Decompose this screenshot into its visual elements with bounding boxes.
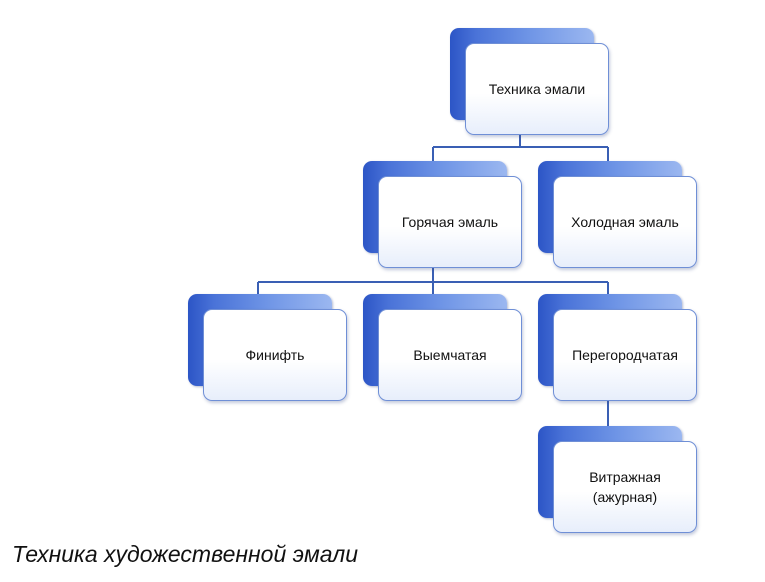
node-front: Перегородчатая — [553, 309, 697, 401]
connector-root-children — [432, 135, 609, 162]
node-label-hot: Горячая эмаль — [401, 213, 499, 230]
node-label-vyemchataya: Выемчатая — [413, 346, 487, 363]
node-label-cold: Холодная эмаль — [571, 213, 679, 230]
node-label-finift: Финифть — [245, 346, 305, 363]
connector-hot-children — [257, 267, 609, 294]
node-front: Горячая эмаль — [378, 176, 522, 268]
node-front: Финифть — [203, 309, 347, 401]
caption: Техника художественной эмали — [12, 541, 359, 567]
node-front: Витражная (ажурная) — [553, 441, 697, 533]
node-front: Техника эмали — [465, 43, 609, 135]
node-label-root: Техника эмали — [488, 80, 586, 97]
node-front: Холодная эмаль — [553, 176, 697, 268]
node-label-vitrazhnaya: Витражная (ажурная) — [589, 468, 661, 505]
node-label-peregorodchataya: Перегородчатая — [572, 346, 678, 363]
node-front: Выемчатая — [378, 309, 522, 401]
